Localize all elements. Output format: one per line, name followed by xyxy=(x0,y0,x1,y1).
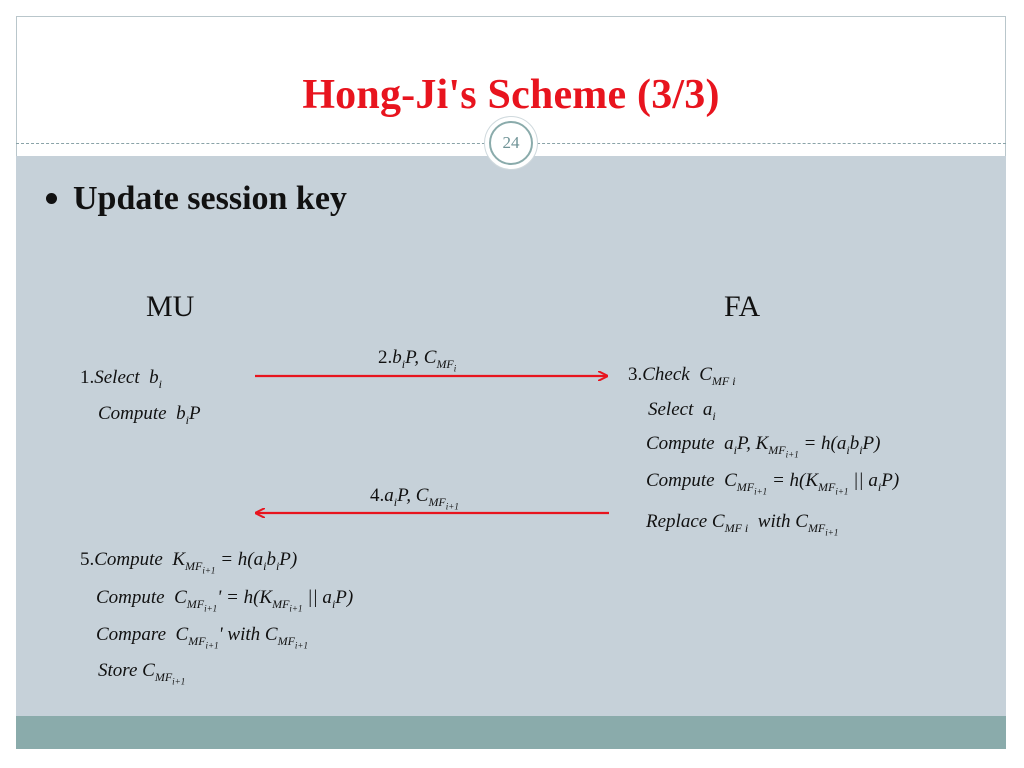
footer-band xyxy=(16,716,1006,749)
title-area: Hong-Ji's Scheme (3/3) xyxy=(16,16,1006,144)
mu-final-step: Compare CMFi+1' with CMFi+1 xyxy=(96,624,308,651)
page-number-badge: 24 xyxy=(484,116,538,170)
party-fa: FA xyxy=(724,290,761,323)
party-mu: MU xyxy=(146,290,195,323)
content-area xyxy=(16,156,1006,716)
bullet-item: Update session key xyxy=(46,180,347,218)
mu-step: Compute biP xyxy=(98,403,201,427)
page-number: 24 xyxy=(489,121,533,165)
fa-step: Compute CMFi+1 = h(KMFi+1 || aiP) xyxy=(646,470,900,497)
bullet-text: Update session key xyxy=(73,180,347,217)
fa-step: Replace CMF i with CMFi+1 xyxy=(646,511,839,538)
mu-step: 1.Select bi xyxy=(80,367,162,391)
fa-step: 3.Check CMF i xyxy=(628,364,736,388)
slide-title: Hong-Ji's Scheme (3/3) xyxy=(302,72,720,118)
mu-final-step: Store CMFi+1 xyxy=(98,660,186,687)
message-2: 2.biP, CMFi xyxy=(378,347,457,374)
fa-step: Select ai xyxy=(648,399,716,423)
message-4: 4.aiP, CMFi+1 xyxy=(370,485,459,512)
fa-step: Compute aiP, KMFi+1 = h(aibiP) xyxy=(646,433,881,460)
mu-final-step: 5.Compute KMFi+1 = h(aibiP) xyxy=(80,549,298,576)
bullet-dot-icon xyxy=(46,192,57,204)
mu-final-step: Compute CMFi+1' = h(KMFi+1 || aiP) xyxy=(96,587,354,614)
